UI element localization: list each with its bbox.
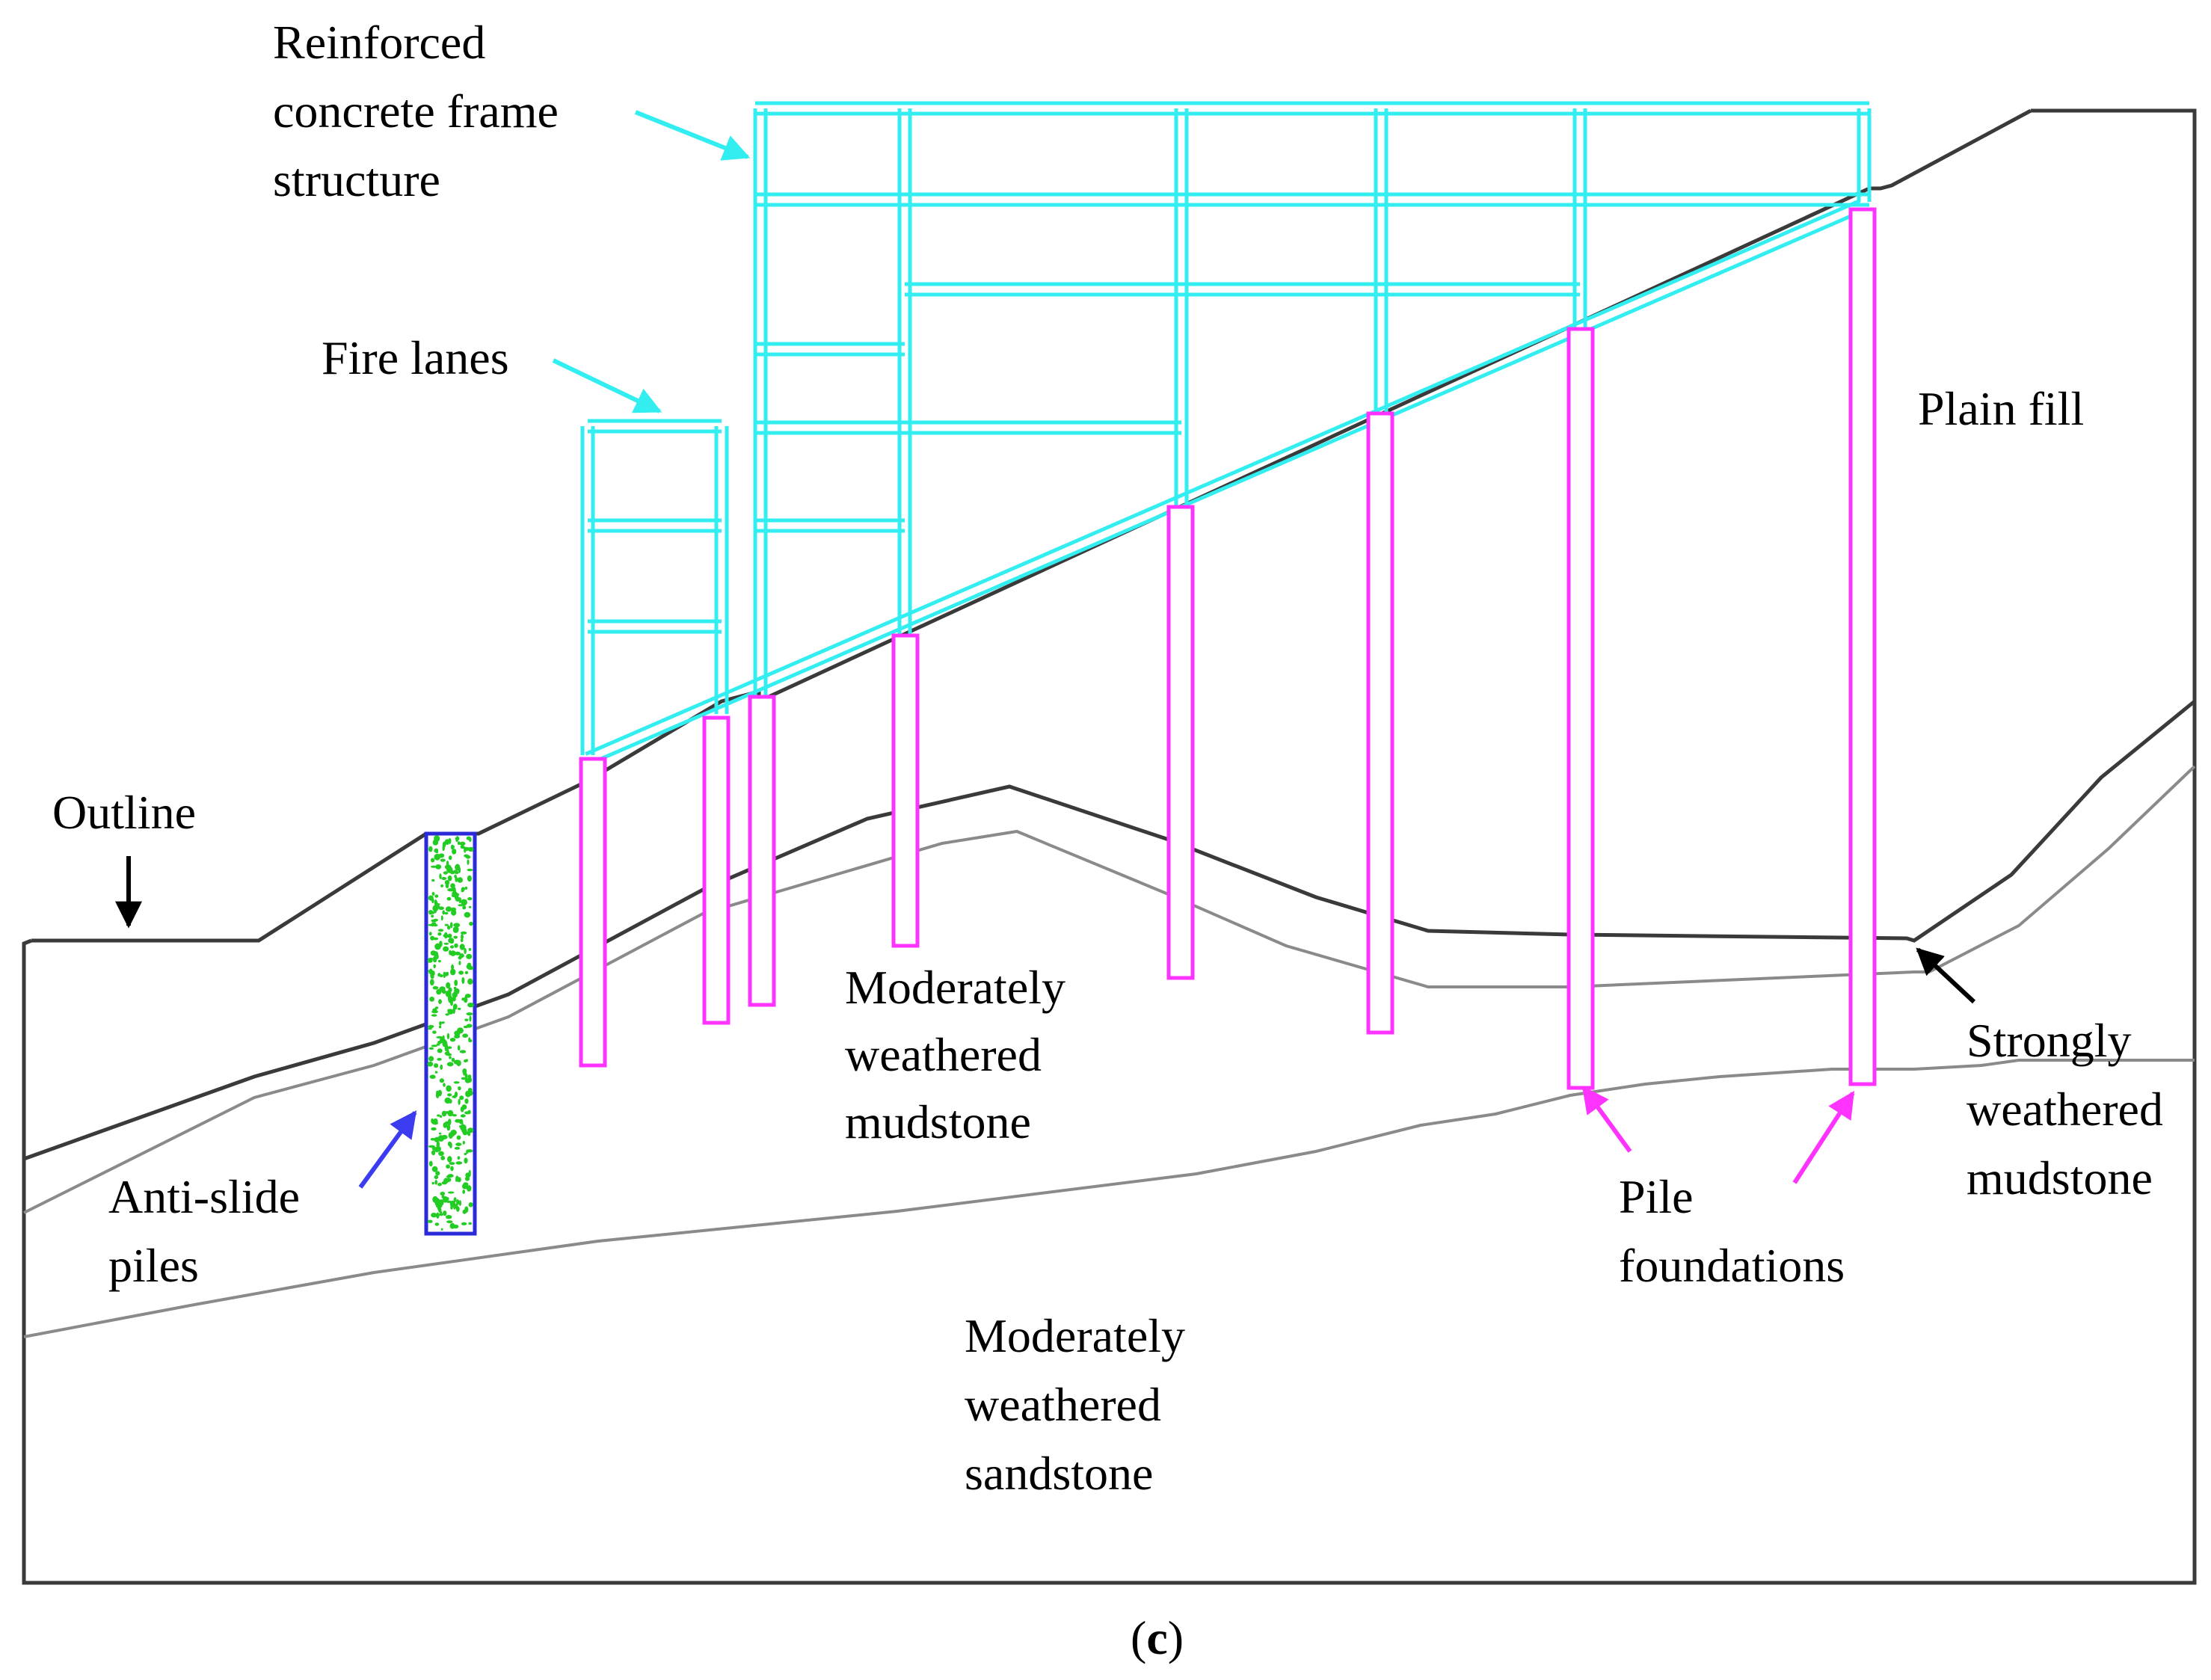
frame-column-4	[1374, 108, 1389, 415]
inclined-ground-beam	[585, 199, 1865, 766]
fire-lane-column-left	[580, 426, 595, 755]
fire-lanes-arrow	[552, 358, 662, 413]
pile-foundation-6	[1366, 411, 1394, 1035]
pile-foundation-1	[579, 757, 607, 1068]
label-plain-fill: Plain fill	[1918, 382, 2084, 435]
caption-letter: c	[1146, 1611, 1167, 1664]
frame-beam-level-5	[755, 420, 1181, 435]
label-pile-foundations: Pile foundations	[1619, 1170, 1845, 1292]
pile-foundations-group	[579, 207, 1877, 1090]
label-strong-mudstone-line3: mudstone	[1966, 1151, 2153, 1204]
fire-lane-top-beam	[588, 419, 722, 434]
label-frame-line3: structure	[273, 153, 440, 206]
frame-beam-level-2	[755, 192, 1869, 207]
label-pile-foundations-line1: Pile	[1619, 1170, 1694, 1223]
ground-surface-outline	[31, 108, 2032, 943]
label-anti-slide-line2: piles	[108, 1239, 199, 1292]
label-mod-mudstone-line3: mudstone	[845, 1095, 1031, 1148]
caption-open: (	[1131, 1611, 1146, 1664]
label-pile-foundations-line2: foundations	[1619, 1239, 1845, 1292]
label-mod-mudstone-line1: Moderately	[845, 961, 1065, 1014]
anti-slide-pile-speckles	[427, 835, 474, 1231]
label-frame: Reinforced concrete frame structure	[273, 16, 571, 206]
reinforced-concrete-frame	[580, 101, 1872, 766]
frame-arrow	[634, 110, 751, 161]
pile-foundation-3	[748, 695, 776, 1007]
frame-beam-level-3	[905, 282, 1580, 297]
frame-column-2	[897, 108, 912, 636]
frame-column-6	[1857, 108, 1872, 202]
pile-foundation-7	[1566, 327, 1595, 1090]
figure-caption: (c)	[1131, 1611, 1184, 1664]
label-moderately-weathered-mudstone: Moderately weathered mudstone	[845, 961, 1077, 1148]
frame-roof-beam	[755, 101, 1869, 116]
label-strong-mudstone-line2: weathered	[1966, 1083, 2163, 1136]
frame-column-5	[1572, 108, 1587, 329]
anti-slide-arrow	[358, 1110, 417, 1189]
label-sandstone-line2: weathered	[965, 1378, 1161, 1431]
anti-slide-pile	[424, 831, 477, 1236]
label-frame-line1: Reinforced	[273, 16, 485, 69]
label-sandstone-line3: sandstone	[965, 1447, 1153, 1500]
frame-column-1	[753, 108, 768, 695]
caption-close: )	[1168, 1611, 1184, 1664]
pile-foundation-4	[891, 633, 920, 948]
label-anti-slide-line1: Anti-slide	[108, 1170, 300, 1223]
pile-foundation-arrow-2	[1792, 1090, 1855, 1184]
label-mod-mudstone-line2: weathered	[845, 1028, 1042, 1081]
label-anti-slide-piles: Anti-slide piles	[108, 1170, 312, 1292]
mudstone-sandstone-boundary	[23, 1059, 2195, 1338]
label-strongly-weathered-mudstone: Strongly weathered mudstone	[1966, 1014, 2175, 1204]
label-frame-line2: concrete frame	[273, 84, 559, 138]
fire-lane-beam-2	[588, 518, 722, 533]
label-fire-lanes: Fire lanes	[322, 331, 509, 384]
frame-beam-level-6	[755, 518, 905, 533]
label-outline: Outline	[52, 786, 196, 839]
pile-foundation-8	[1848, 207, 1877, 1086]
pile-foundation-5	[1166, 505, 1195, 980]
label-strong-mudstone-line1: Strongly	[1966, 1014, 2131, 1067]
frame-beam-level-4-left	[755, 342, 905, 357]
pile-foundation-arrow-1	[1581, 1086, 1632, 1153]
fire-lane-column-right	[714, 426, 729, 714]
fire-lane-beam-3	[588, 619, 722, 634]
model-boundary	[22, 108, 2197, 1585]
pile-foundation-2	[702, 716, 731, 1025]
label-moderately-weathered-sandstone: Moderately weathered sandstone	[965, 1309, 1197, 1500]
frame-column-3	[1174, 108, 1189, 508]
strong-mudstone-arrow	[1916, 947, 1976, 1004]
label-sandstone-line1: Moderately	[965, 1309, 1185, 1362]
